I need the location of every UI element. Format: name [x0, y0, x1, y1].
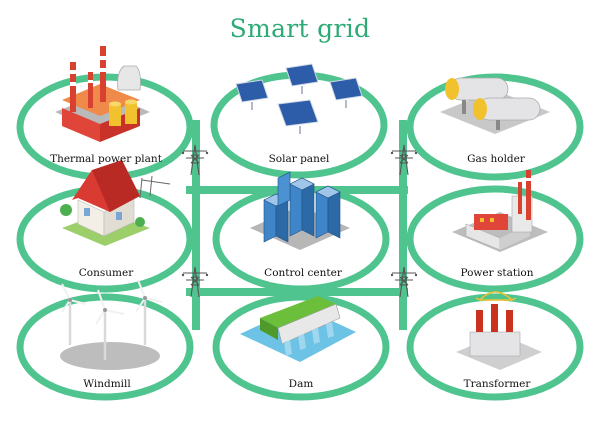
- label-power-station: Power station: [460, 267, 533, 279]
- label-dam: Dam: [289, 378, 314, 390]
- label-thermal-power-plant: Thermal power plant: [50, 153, 163, 165]
- gas-holder-icon: [440, 77, 550, 134]
- server-rack-icon: [250, 171, 350, 250]
- solar-panel-icon: [235, 63, 363, 134]
- power-station-icon: [452, 170, 548, 252]
- house-icon: [60, 160, 171, 246]
- label-transformer: Transformer: [464, 378, 532, 390]
- label-control-center: Control center: [264, 267, 343, 279]
- label-solar-panel: Solar panel: [269, 153, 330, 165]
- wind-turbine-icon: [60, 279, 163, 370]
- diagram-title: Smart grid: [229, 14, 371, 43]
- label-consumer: Consumer: [79, 267, 134, 279]
- label-windmill: Windmill: [83, 378, 131, 390]
- dam-icon: [240, 296, 356, 362]
- transformer-icon: [456, 291, 542, 370]
- label-gas-holder: Gas holder: [467, 153, 526, 165]
- thermal-plant-icon: [55, 46, 150, 142]
